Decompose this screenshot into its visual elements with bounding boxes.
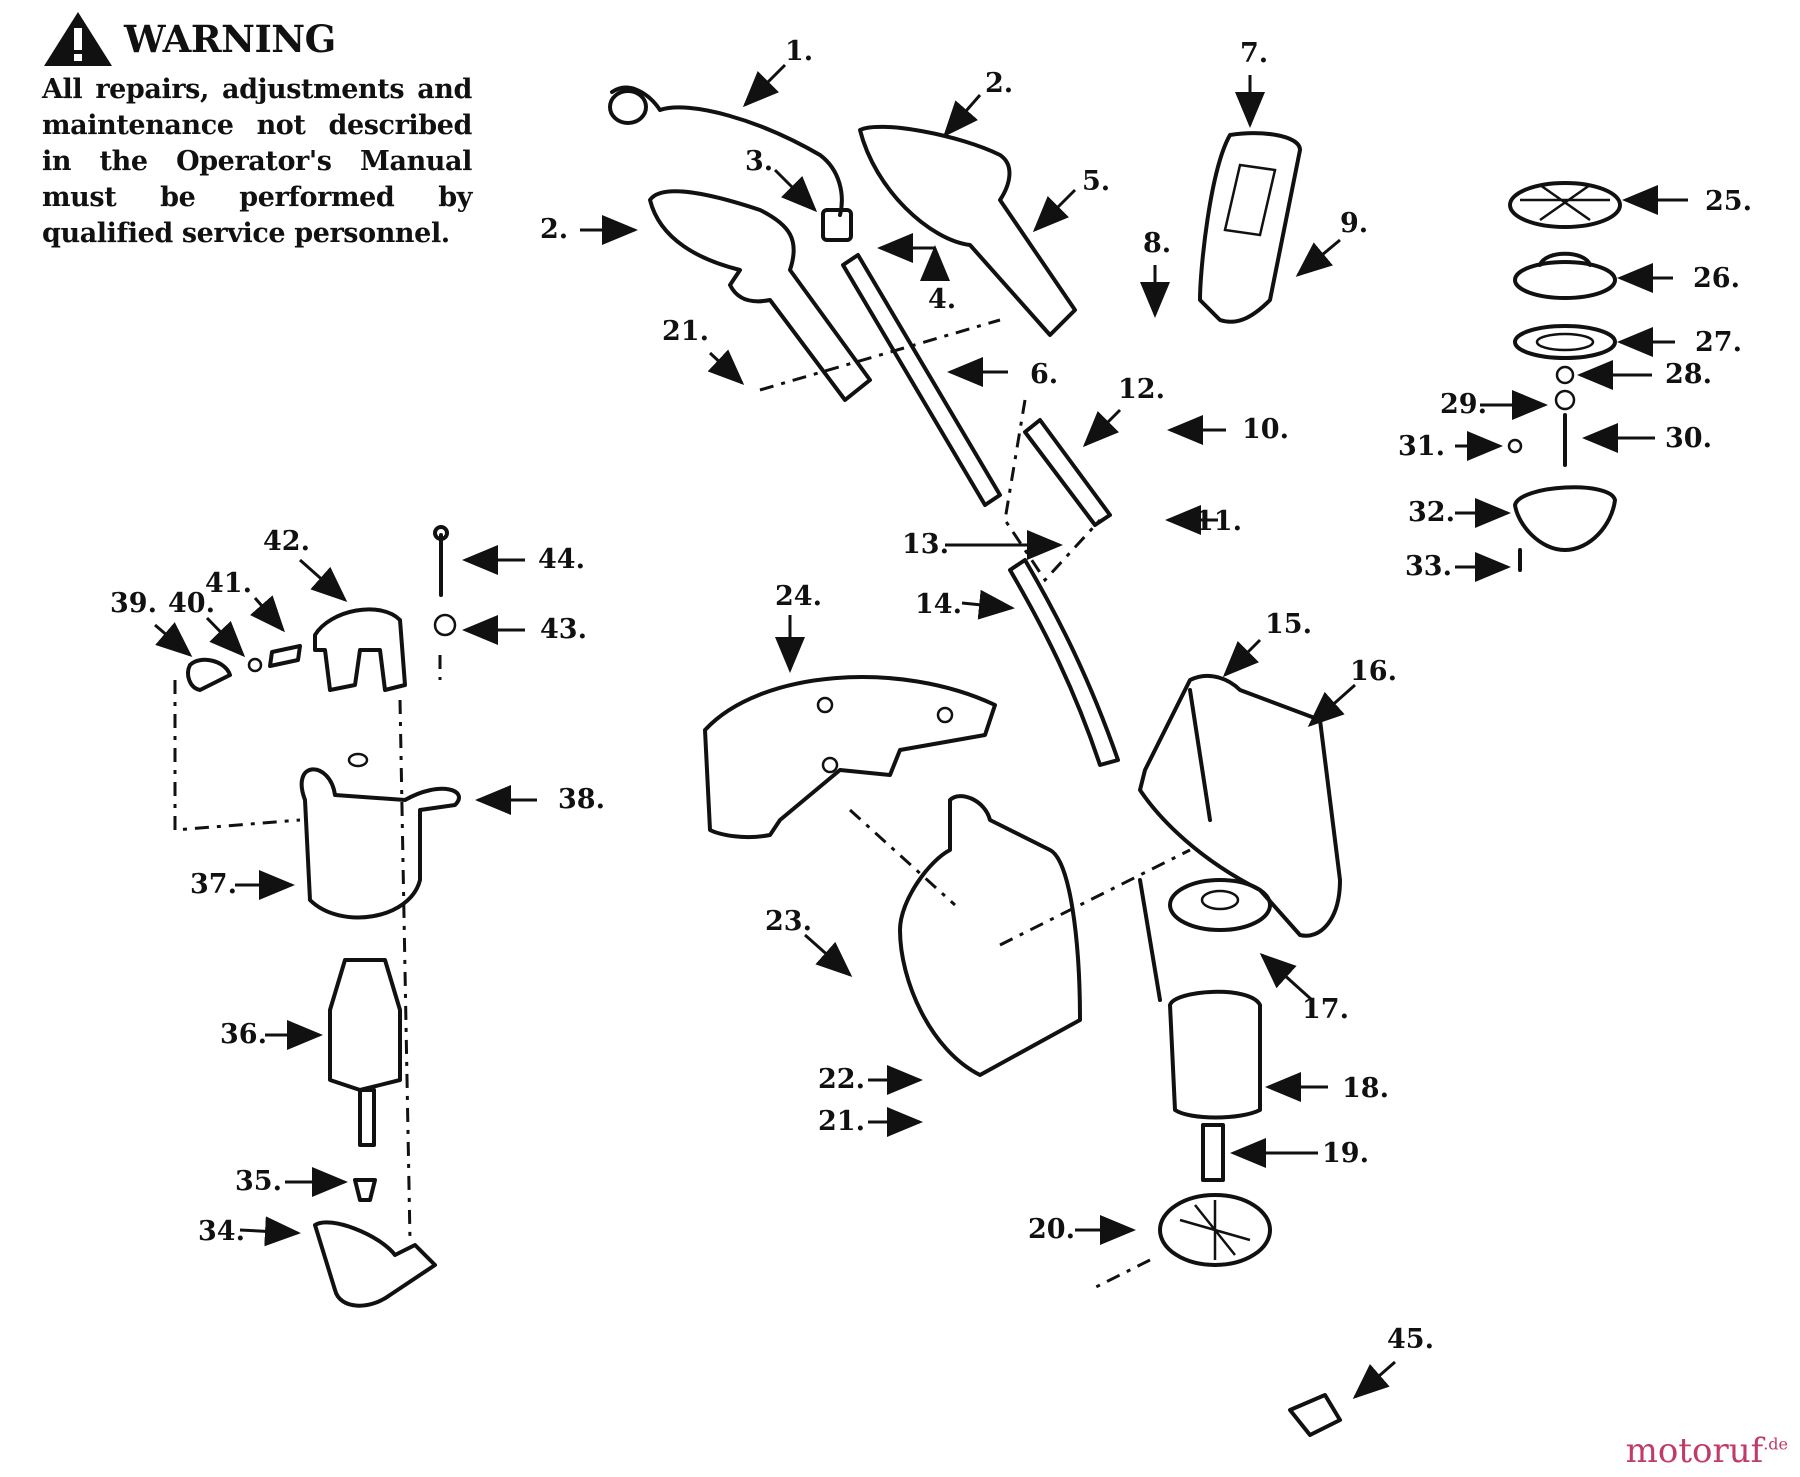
warning-text: All repairs, adjustments and maintenance… xyxy=(42,74,472,249)
label-32: 32. xyxy=(1408,497,1455,528)
label-42: 42. xyxy=(263,526,310,557)
label-15: 15. xyxy=(1265,609,1312,640)
watermark-main: motoruf xyxy=(1625,1431,1764,1471)
lower-tube xyxy=(841,253,1120,767)
label-11: 11. xyxy=(1195,506,1242,537)
label-8: 8. xyxy=(1143,228,1171,259)
handle-half-right xyxy=(858,124,1077,337)
grass-guard xyxy=(703,675,997,840)
label-33: 33. xyxy=(1405,551,1452,582)
label-43: 43. xyxy=(540,614,587,645)
label-2-left: 2. xyxy=(540,214,568,245)
handle-half-left xyxy=(648,189,872,402)
label-1: 1. xyxy=(785,36,813,67)
label-36: 36. xyxy=(220,1019,267,1050)
end-bracket xyxy=(313,1220,437,1308)
leader-arrows xyxy=(154,63,1688,1399)
bearing-plate xyxy=(1168,878,1272,932)
label-45: 45. xyxy=(1387,1324,1434,1355)
part-labels: 1. 2. 2. 3. 4. 5. 6. 7. 8. 9. 10. 11. 12… xyxy=(110,36,1752,1355)
label-16: 16. xyxy=(1350,656,1397,687)
motor xyxy=(1138,878,1262,1182)
label-41: 41. xyxy=(205,568,252,599)
brush-holder-assembly xyxy=(186,525,457,692)
switch-cord xyxy=(608,85,853,242)
warning-box: WARNING All repairs, adjustments and mai… xyxy=(42,10,472,252)
label-30: 30. xyxy=(1665,423,1712,454)
label-44: 44. xyxy=(538,544,585,575)
label-27: 27. xyxy=(1695,327,1742,358)
label-6: 6. xyxy=(1030,359,1058,390)
label-35: 35. xyxy=(235,1166,282,1197)
label-21-bottom: 21. xyxy=(818,1106,865,1137)
warning-title: WARNING xyxy=(124,17,336,61)
motor-housing-front xyxy=(898,794,1082,1077)
label-38: 38. xyxy=(558,784,605,815)
label-26: 26. xyxy=(1693,263,1740,294)
label-9: 9. xyxy=(1340,208,1368,239)
label-20: 20. xyxy=(1028,1214,1075,1245)
label-12: 12. xyxy=(1118,374,1165,405)
label-23: 23. xyxy=(765,906,812,937)
label-37: 37. xyxy=(190,869,237,900)
label-2-right: 2. xyxy=(985,68,1013,99)
label-24: 24. xyxy=(775,581,822,612)
label-7: 7. xyxy=(1240,38,1268,69)
spool-assembly xyxy=(1507,181,1622,572)
label-39: 39. xyxy=(110,588,157,619)
exclamation-triangle-icon xyxy=(44,12,112,66)
motor-housing-rear xyxy=(1138,673,1342,938)
label-22: 22. xyxy=(818,1064,865,1095)
field-housing xyxy=(299,752,461,920)
watermark: motoruf.de xyxy=(1626,1431,1788,1471)
label-17: 17. xyxy=(1302,994,1349,1025)
label-31: 31. xyxy=(1398,431,1445,462)
fan xyxy=(1089,1193,1272,1292)
armature xyxy=(328,958,402,1147)
label-25: 25. xyxy=(1705,186,1752,217)
label-21-top: 21. xyxy=(662,316,709,347)
label-14: 14. xyxy=(915,589,962,620)
label-19: 19. xyxy=(1322,1138,1369,1169)
assist-handle xyxy=(1198,131,1302,324)
spring-washer xyxy=(353,1178,377,1202)
label-4: 4. xyxy=(928,284,956,315)
warning-header: WARNING xyxy=(42,10,472,68)
label-5: 5. xyxy=(1082,166,1110,197)
label-40: 40. xyxy=(168,588,215,619)
label-28: 28. xyxy=(1665,359,1712,390)
label-3: 3. xyxy=(745,146,773,177)
label-10: 10. xyxy=(1242,414,1289,445)
hex-key xyxy=(1288,1393,1342,1437)
label-34: 34. xyxy=(198,1216,245,1247)
label-18: 18. xyxy=(1342,1073,1389,1104)
label-29: 29. xyxy=(1440,389,1487,420)
watermark-suffix: .de xyxy=(1763,1434,1788,1454)
label-13: 13. xyxy=(902,529,949,560)
